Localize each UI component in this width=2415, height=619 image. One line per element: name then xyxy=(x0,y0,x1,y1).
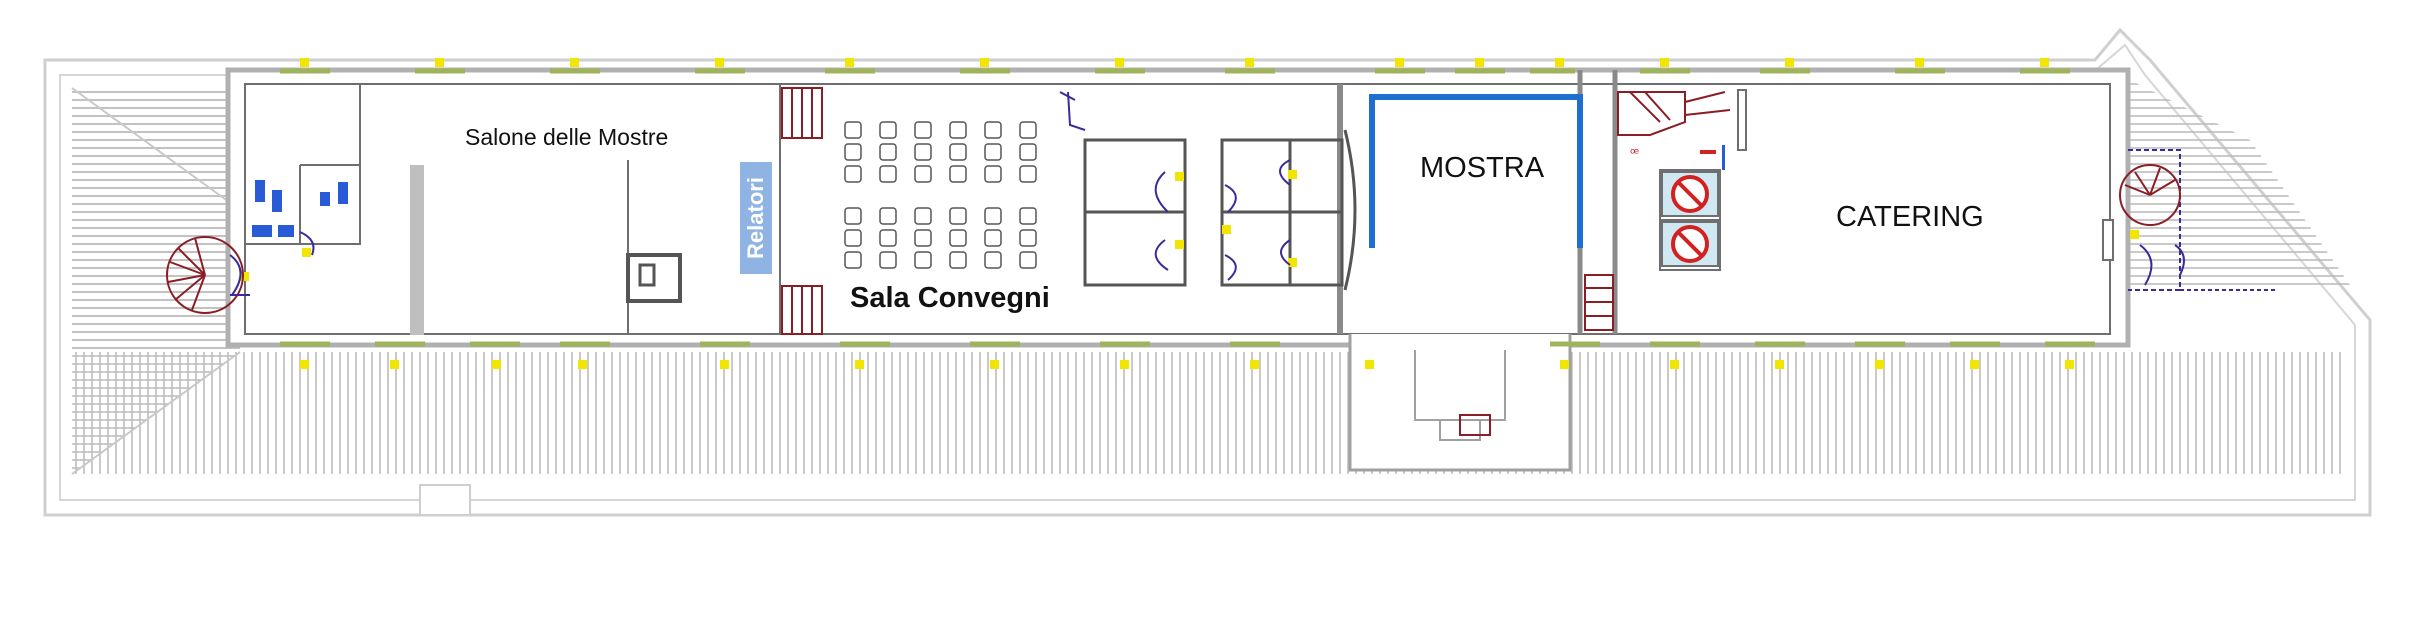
chair xyxy=(914,165,932,183)
room-label-catering: CATERING xyxy=(1836,201,1984,233)
svg-text:ꟹ: ꟹ xyxy=(1630,145,1639,161)
chair xyxy=(1019,207,1037,225)
stair-icon xyxy=(781,87,1731,436)
chair xyxy=(1019,251,1037,269)
room-label-sala-convegni: Sala Convegni xyxy=(850,282,1050,314)
exhibit-outline xyxy=(1369,94,1583,248)
seating-grid xyxy=(844,121,1037,269)
chair xyxy=(879,143,897,161)
chair xyxy=(984,251,1002,269)
spiral-stair-left-icon xyxy=(166,236,244,314)
chair xyxy=(879,229,897,247)
chair xyxy=(949,207,967,225)
chair xyxy=(1019,143,1037,161)
no-access-sign-icon: ꟹ xyxy=(1630,145,1725,267)
chair xyxy=(879,165,897,183)
chair xyxy=(1019,165,1037,183)
chair xyxy=(844,229,862,247)
chair xyxy=(844,143,862,161)
chair xyxy=(1019,229,1037,247)
chair xyxy=(984,207,1002,225)
room-label-salone: Salone delle Mostre xyxy=(465,124,669,150)
chair xyxy=(914,121,932,139)
chair xyxy=(949,121,967,139)
chair xyxy=(984,143,1002,161)
chair xyxy=(879,251,897,269)
room-label-relatori: Relatori xyxy=(743,177,768,259)
chair xyxy=(984,121,1002,139)
chair xyxy=(914,251,932,269)
chair xyxy=(914,229,932,247)
chair xyxy=(844,165,862,183)
chair xyxy=(1019,121,1037,139)
chair xyxy=(844,121,862,139)
chair xyxy=(844,251,862,269)
chair xyxy=(844,207,862,225)
room-label-relatori-box: Relatori xyxy=(740,162,772,274)
building-walls xyxy=(225,67,2275,472)
door-swing-icon xyxy=(229,91,2185,296)
spiral-stair-right-icon xyxy=(2119,164,2181,226)
chair xyxy=(984,165,1002,183)
chair xyxy=(949,229,967,247)
room-label-mostra: MOSTRA xyxy=(1420,152,1545,184)
toilet-icon xyxy=(252,180,348,237)
chair xyxy=(879,121,897,139)
chair xyxy=(879,207,897,225)
chair xyxy=(949,251,967,269)
chair xyxy=(949,143,967,161)
chair xyxy=(984,229,1002,247)
chair xyxy=(914,207,932,225)
light-marker-icon xyxy=(240,58,2139,369)
chair xyxy=(949,165,967,183)
chair xyxy=(914,143,932,161)
outer-terrace xyxy=(43,27,2372,517)
